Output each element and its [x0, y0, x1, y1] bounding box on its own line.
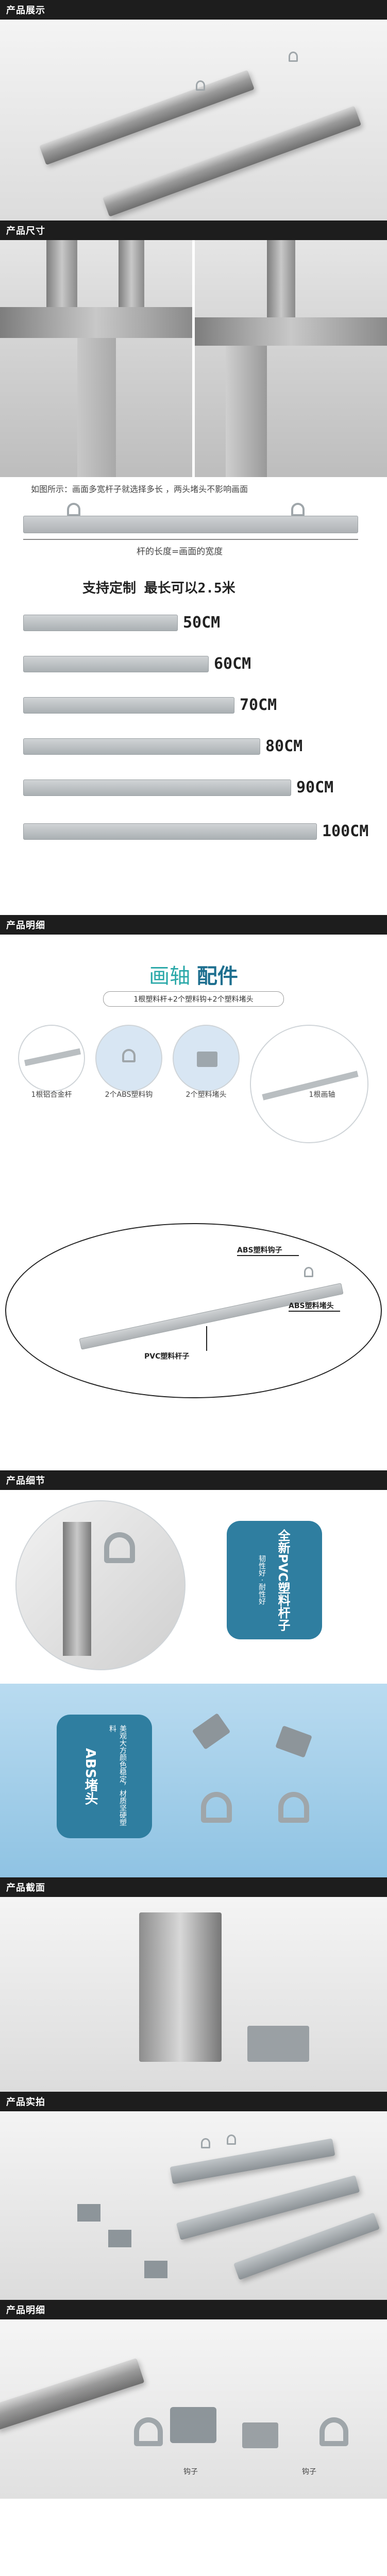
section-cut-photo	[0, 1897, 387, 2092]
size-section: 如图所示：画面多宽杆子就选择多长 ，两头堵头不影响画面 杆的长度=画面的宽度 支…	[0, 240, 387, 915]
length-label: 70CM	[240, 696, 277, 714]
diagram-hook-icon	[304, 1267, 313, 1277]
abs-badge: ABS堵头 美观大方颜色稳定，材质坚硬塑料	[57, 1715, 152, 1838]
length-row-50: 50CM	[23, 614, 220, 632]
parts-subtitle: 1根塑料杆+2个塑料钩+2个塑料堵头	[103, 991, 284, 1007]
section-header-detail-close: 产品细节	[0, 1470, 387, 1490]
length-row-70: 70CM	[23, 696, 277, 714]
rod-length-caption: 杆的长度=画面的宽度	[137, 547, 223, 557]
assembly-diagram	[5, 1223, 382, 1398]
section-header-details-2: 产品明细	[0, 2300, 387, 2319]
part-circle-scroll	[250, 1025, 368, 1143]
length-row-60: 60CM	[23, 655, 251, 673]
section-header-display: 产品展示	[0, 0, 387, 20]
part-label-plug: 2个塑料堵头	[186, 1091, 227, 1099]
part-label-scroll: 1根画轴	[309, 1091, 335, 1099]
diagram-callout-plug: ABS塑料堵头	[289, 1302, 334, 1310]
part-circle-hook	[95, 1025, 162, 1092]
part-label-rod: 1根铝合金杆	[31, 1091, 72, 1099]
bottom-label-hook: 钩子	[183, 2468, 198, 2476]
part-circle-rod	[18, 1025, 85, 1092]
length-label: 100CM	[322, 822, 369, 840]
abs-plug-panel: ABS堵头 美观大方颜色稳定，材质坚硬塑料	[0, 1684, 387, 1877]
rod-hook-icon	[291, 503, 305, 516]
length-row-100: 100CM	[23, 822, 368, 840]
details-2-photo: 钩子 钩子	[0, 2319, 387, 2499]
detail-close-section: 韧性好 · 耐性好 全新PVC塑料杆子	[0, 1490, 387, 1684]
section-header-details: 产品明细	[0, 915, 387, 935]
rod-hook-icon	[67, 503, 80, 516]
diagram-callout-hook: ABS塑料钩子	[237, 1246, 282, 1255]
section-header-real-shot: 产品实拍	[0, 2092, 387, 2111]
caliper-photo-left	[0, 240, 192, 477]
length-label: 90CM	[296, 778, 334, 796]
real-shot-photo	[0, 2111, 387, 2300]
rod-illustration	[23, 516, 358, 533]
size-note: 如图所示：画面多宽杆子就选择多长 ，两头堵头不影响画面	[31, 484, 248, 494]
diagram-callout-rod: PVC塑料杆子	[144, 1352, 190, 1361]
part-circle-plug	[173, 1025, 240, 1092]
product-display-photo	[0, 20, 387, 221]
length-label: 80CM	[265, 737, 303, 755]
details-section: 画轴 配件 1根塑料杆+2个塑料钩+2个塑料堵头 1根铝合金杆 2个ABS塑料钩…	[0, 935, 387, 1470]
bottom-label-hook-2: 钩子	[302, 2468, 316, 2476]
length-label: 60CM	[214, 655, 251, 673]
section-header-section-cut: 产品截面	[0, 1877, 387, 1897]
section-header-size: 产品尺寸	[0, 221, 387, 240]
length-row-90: 90CM	[23, 778, 333, 796]
parts-title: 画轴 配件	[149, 964, 238, 988]
caliper-photo-right	[195, 240, 387, 477]
detail-circle-photo	[15, 1500, 186, 1670]
length-row-80: 80CM	[23, 737, 302, 755]
pvc-badge: 韧性好 · 耐性好 全新PVC塑料杆子	[227, 1521, 322, 1639]
custom-length-title: 支持定制 最长可以2.5米	[82, 581, 235, 596]
part-label-hook: 2个ABS塑料钩	[105, 1091, 153, 1099]
length-label: 50CM	[183, 614, 221, 632]
